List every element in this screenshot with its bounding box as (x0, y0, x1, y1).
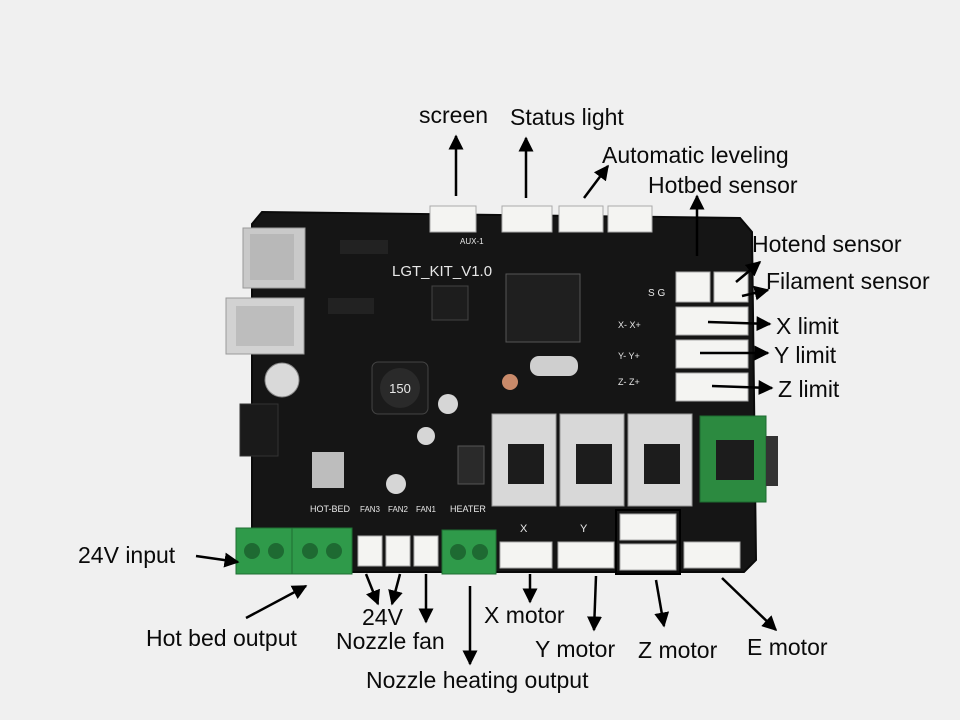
fan3-silk: FAN3 (360, 505, 381, 514)
mcu-chip (505, 273, 581, 343)
label-nozzle-heating-output: Nozzle heating output (366, 667, 589, 693)
label-status-light: Status light (510, 104, 624, 130)
axis-y-silk: Y (580, 523, 588, 535)
arrow-hot-bed-output (245, 584, 308, 620)
z-motor-connector-top (619, 513, 677, 541)
label-z-limit: Z limit (778, 376, 840, 402)
y-motor-connector (557, 541, 615, 569)
capacitor (264, 362, 300, 398)
arrow-fan2 (388, 573, 403, 606)
label-hotbed-sensor: Hotbed sensor (648, 172, 798, 198)
label-24v-input: 24V input (78, 542, 176, 568)
driver-y (559, 413, 625, 507)
motor-connectors (499, 509, 741, 575)
arrow-hotend-sensor (735, 261, 762, 283)
arrow-24v-input (195, 552, 240, 568)
fan3-connector (357, 535, 383, 567)
stepper-drivers (491, 413, 778, 507)
label-x-limit: X limit (776, 313, 839, 339)
board-model-label: LGT_KIT_V1.0 (392, 263, 492, 280)
hot-bed-silk: HOT-BED (310, 504, 351, 514)
label-hot-bed-output: Hot bed output (146, 625, 297, 651)
top-connectors (429, 205, 653, 233)
y-limit-silk: Y- Y+ (618, 351, 640, 361)
label-screen: screen (419, 102, 489, 128)
fan-connectors (357, 535, 439, 567)
driver-x (491, 413, 557, 507)
label-filament-sensor: Filament sensor (766, 268, 930, 294)
hot-bed-terminal (291, 527, 353, 575)
heater-silk: HEATER (450, 504, 486, 514)
sg-label: S G (648, 288, 665, 299)
z-limit-silk: Z- Z+ (618, 377, 640, 387)
inductor-label: 150 (389, 381, 411, 396)
x-motor-connector (499, 541, 553, 569)
arrow-z-limit (711, 380, 774, 396)
fan1-connector (413, 535, 439, 567)
label-hotend-sensor: Hotend sensor (752, 231, 902, 257)
fan2-silk: FAN2 (388, 505, 409, 514)
axis-x-silk: X (520, 523, 528, 535)
screen-connector (429, 205, 477, 233)
driver-e (699, 415, 778, 503)
label-y-motor: Y motor (535, 636, 616, 662)
label-x-motor: X motor (484, 602, 565, 628)
hotbed-sensor-connector (675, 271, 711, 303)
z-motor-box (615, 509, 681, 575)
fan1-silk: FAN1 (416, 505, 437, 514)
x-limit-silk: X- X+ (618, 320, 641, 330)
callout-arrows (195, 134, 778, 666)
arrow-x-limit (707, 316, 772, 332)
label-y-limit: Y limit (774, 342, 837, 368)
reset-button (502, 374, 518, 390)
e-motor-connector (683, 541, 741, 569)
label-e-motor: E motor (747, 634, 828, 660)
label-automatic-leveling: Automatic leveling (602, 142, 789, 168)
arrow-filament-sensor (741, 285, 770, 301)
power-terminals (235, 527, 497, 575)
arrow-z-motor (654, 579, 670, 628)
arrow-y-motor (587, 575, 602, 632)
label-nozzle-fan: Nozzle fan (336, 628, 445, 654)
auto-leveling-connector (558, 205, 604, 233)
z-motor-connector-bottom (619, 543, 677, 571)
arrow-e-motor (721, 577, 778, 632)
label-24v: 24V (362, 604, 403, 630)
driver-z (627, 413, 693, 507)
pin-header (239, 403, 279, 457)
aux-connector-5v (607, 205, 653, 233)
status-light-connector (501, 205, 553, 233)
fan2-connector (385, 535, 411, 567)
arrow-automatic-leveling (583, 164, 609, 199)
aux-label: AUX-1 (460, 237, 484, 246)
arrow-fan3 (364, 573, 380, 606)
label-z-motor: Z motor (638, 637, 718, 663)
